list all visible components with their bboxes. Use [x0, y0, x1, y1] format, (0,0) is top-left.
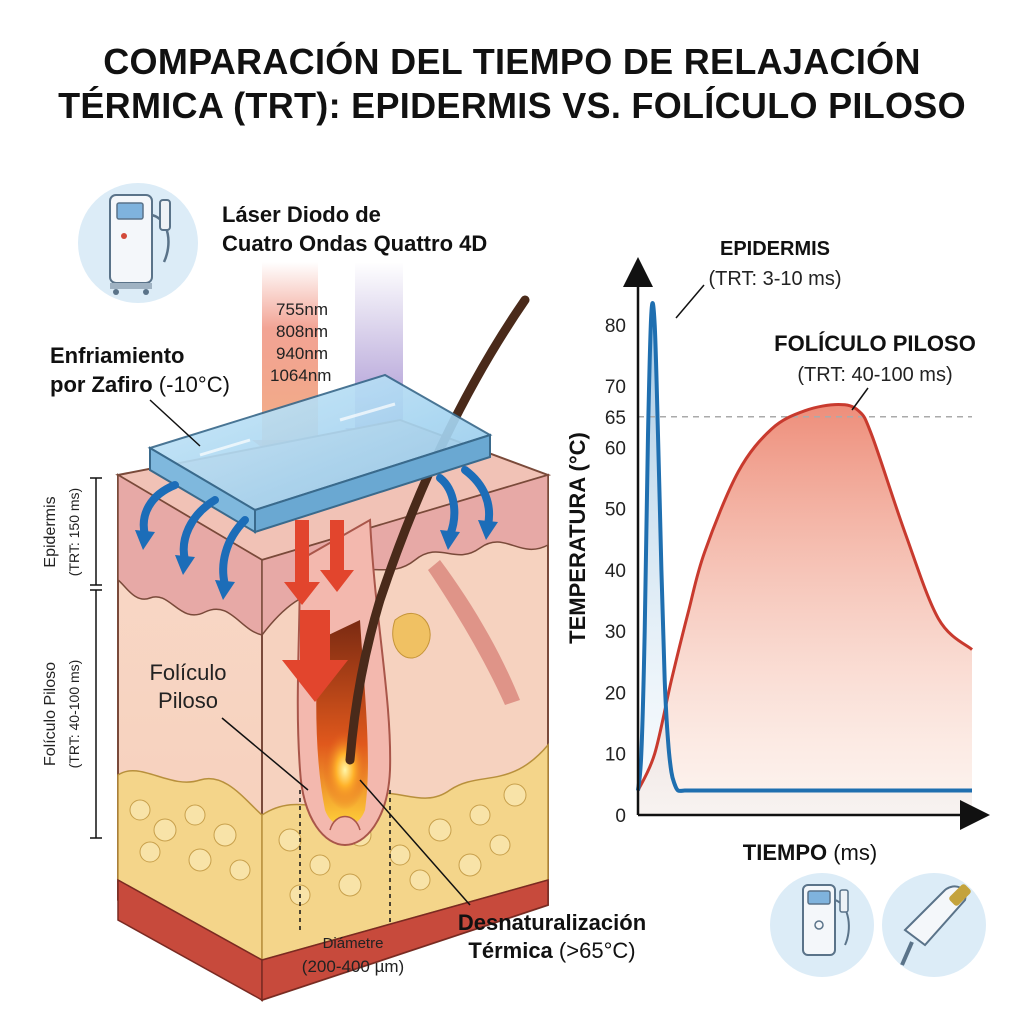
y-tick-label: 10 [605, 745, 626, 766]
y-tick-label: 80 [605, 316, 626, 337]
denaturation-term: Térmica [468, 938, 553, 963]
sapphire-cooling-plate [147, 373, 493, 534]
hair-shaft [345, 295, 530, 765]
y-tick-label: 0 [615, 806, 626, 827]
denaturation-temp: (>65°C) [559, 938, 636, 963]
heat-arrows [282, 520, 354, 702]
x-axis-label-name: TIEMPO [743, 840, 827, 865]
y-tick-labels: 0 10 20 30 40 50 60 65 70 80 [605, 316, 626, 827]
y-tick-label: 20 [605, 683, 626, 704]
chart-follicle-trt: (TRT: 40-100 ms) [797, 364, 952, 386]
denaturation-line-1: Desnaturalización [458, 910, 646, 935]
follicle-leader-line [221, 717, 309, 791]
y-tick-label: 65 [605, 408, 626, 429]
y-tick-label: 40 [605, 561, 626, 582]
side-brackets [90, 477, 102, 839]
device-name-line-2: Cuatro Ondas Quattro 4D [222, 231, 487, 256]
cooling-label-line-1: Enfriamiento [50, 343, 184, 368]
wavelength-list: 755nm 808nm 940nm 1064nm [270, 300, 331, 385]
y-tick-label: 60 [605, 438, 626, 459]
denaturation-leader-line [359, 779, 471, 906]
cooling-label-material: por Zafiro [50, 372, 153, 397]
follicle-chart-leader-line [851, 387, 869, 411]
title-line-1: COMPARACIÓN DEL TIEMPO DE RELAJACIÓN [103, 41, 921, 82]
follicle-label-line-1: Folículo [149, 660, 226, 685]
wavelength-2: 808nm [276, 322, 328, 341]
cooling-arrow-heads [135, 520, 498, 600]
laser-device-icon [78, 183, 198, 303]
cooling-label-temp: (-10°C) [159, 372, 230, 397]
x-axis-label-unit: (ms) [833, 840, 877, 865]
cooling-leader-line [149, 399, 201, 447]
follicle-area [638, 404, 972, 815]
chart-epidermis-name: EPIDERMIS [720, 238, 830, 260]
y-tick-label: 70 [605, 377, 626, 398]
wavelength-4: 1064nm [270, 366, 331, 385]
denaturation-line-2: Térmica (>65°C) [468, 938, 635, 963]
cooling-arrows [139, 466, 494, 589]
side-epidermis-trt: (TRT: 150 ms) [66, 488, 82, 576]
trt-chart: 0 10 20 30 40 50 60 65 70 80 [605, 257, 990, 830]
diameter-label-line-1: Diámetre [323, 935, 384, 952]
device-cart-icon [770, 873, 874, 977]
y-tick-label: 30 [605, 622, 626, 643]
title-line-2: TÉRMICA (TRT): EPIDERMIS VS. FOLÍCULO PI… [58, 85, 966, 126]
epidermis-leader-line [675, 284, 705, 319]
page-title: COMPARACIÓN DEL TIEMPO DE RELAJACIÓN TÉR… [0, 40, 1024, 128]
y-axis-label: TEMPERATURA (°C) [565, 432, 590, 644]
side-epidermis-name: Epidermis [42, 496, 59, 567]
x-axis-label: TIEMPO (ms) [743, 840, 877, 865]
y-tick-label: 50 [605, 500, 626, 521]
side-follicle-trt: (TRT: 40-100 ms) [66, 660, 82, 769]
diameter-label-line-2: (200-400 µm) [302, 957, 404, 976]
wavelength-3: 940nm [276, 344, 328, 363]
hair-follicle [296, 518, 392, 847]
chart-epidermis-trt: (TRT: 3-10 ms) [709, 268, 842, 290]
follicle-label-line-2: Piloso [158, 688, 218, 713]
side-follicle-name: Folículo Piloso [42, 662, 59, 766]
cooling-label-line-2: por Zafiro (-10°C) [50, 372, 230, 397]
follicle-curve [636, 402, 974, 792]
chart-follicle-name: FOLÍCULO PILOSO [774, 331, 976, 356]
device-name-line-1: Láser Diodo de [222, 202, 381, 227]
epidermis-curve [636, 301, 972, 793]
handpiece-icon [882, 873, 986, 977]
wavelength-1: 755nm [276, 300, 328, 319]
